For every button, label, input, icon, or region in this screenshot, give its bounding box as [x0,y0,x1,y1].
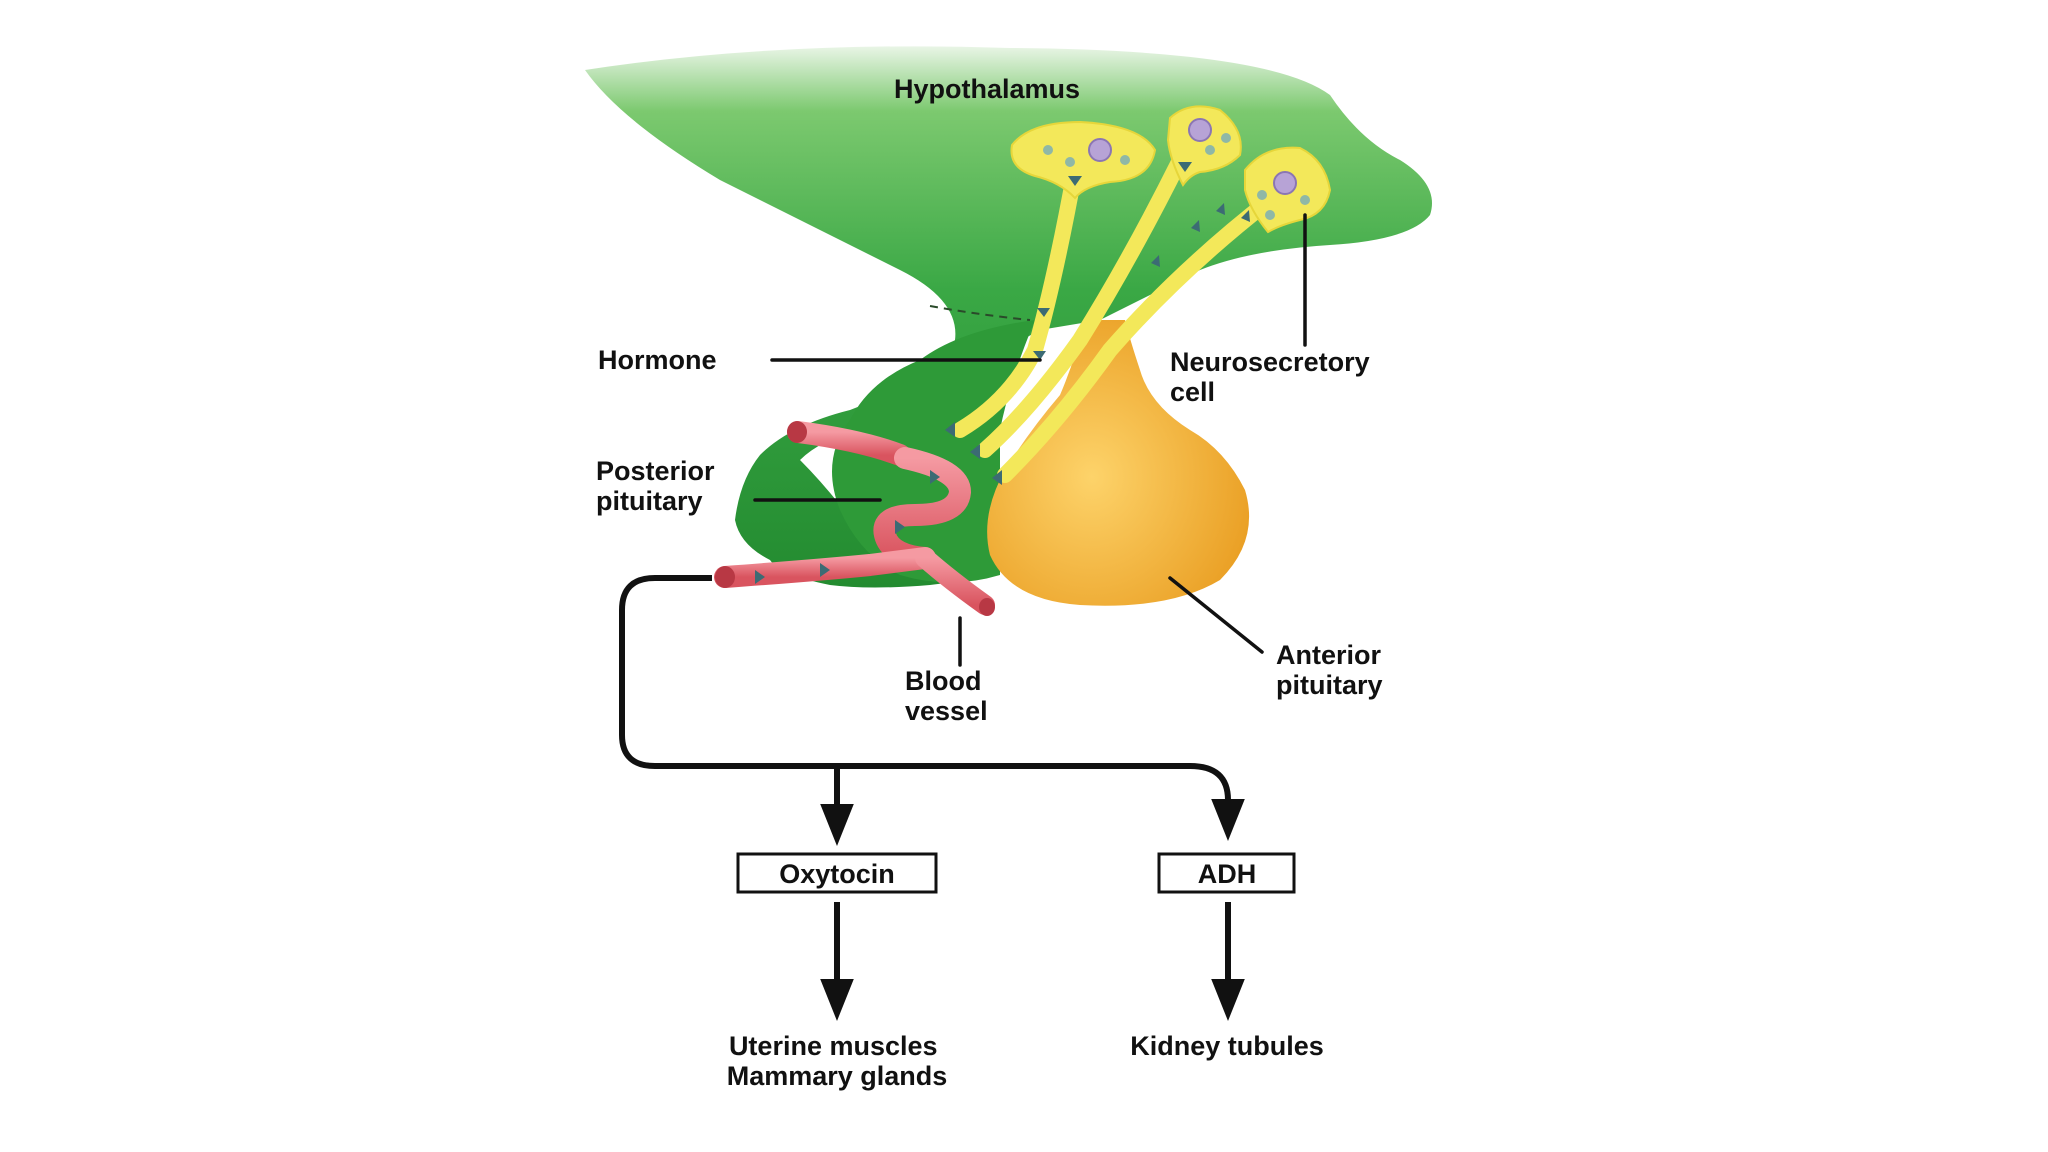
adh-box [1157,852,1296,894]
anterior-label-line2: pituitary [1276,670,1383,700]
neurosecretory-label-line1: Neurosecretory [1170,347,1370,377]
oxytocin-target-line1: Uterine muscles [729,1031,938,1061]
blood-vessel [714,421,995,616]
flow-path [619,575,1245,841]
blood-vessel-label: Blood vessel [905,666,989,726]
oxytocin-box [736,852,938,894]
posterior-label-line2: pituitary [596,486,703,516]
anterior-label-line1: Anterior [1276,640,1382,670]
hypothalamus-label: Hypothalamus [894,74,1080,104]
anterior-pituitary-label: Anterior pituitary [1276,640,1389,700]
blood-label-line2: vessel [905,696,988,726]
hormone-label: Hormone [598,345,717,375]
blood-label-line1: Blood [905,666,981,696]
adh-label: ADH [1198,859,1257,889]
oxytocin-label: Oxytocin [779,859,895,889]
neurosecretory-label: Neurosecretory cell [1170,347,1377,407]
posterior-label-line1: Posterior [596,456,715,486]
oxytocin-target-line2: Mammary glands [727,1061,948,1091]
anterior-pituitary-shape [987,320,1250,606]
anterior-leader-line [1168,576,1264,654]
neurosecretory-cells [755,105,1332,584]
oxytocin-targets-label: Uterine muscles Mammary glands [727,1031,948,1091]
posterior-pituitary-label: Posterior pituitary [596,456,722,516]
dashed-boundary [929,305,1031,321]
hypothalamus-region [585,46,1432,588]
neurosecretory-label-line2: cell [1170,377,1215,407]
adh-target-label: Kidney tubules [1130,1031,1324,1061]
